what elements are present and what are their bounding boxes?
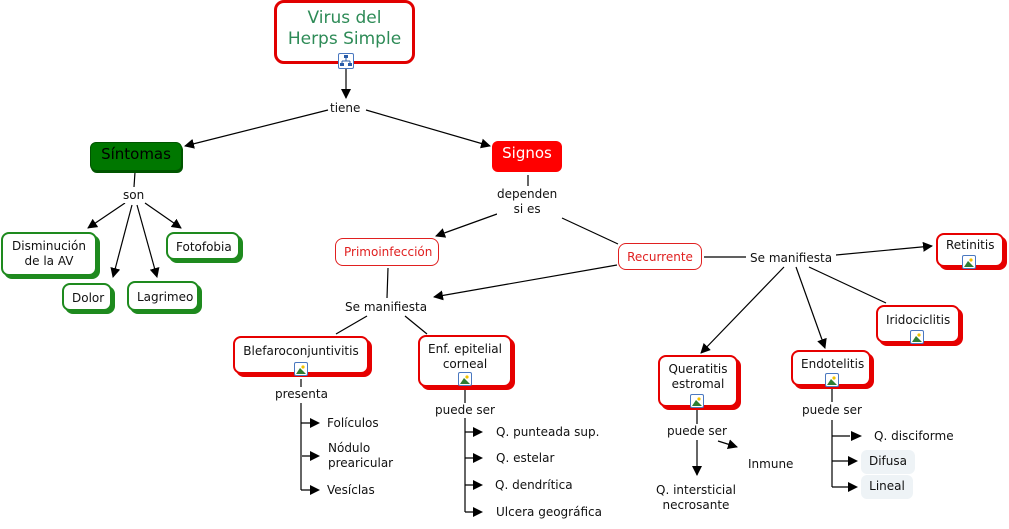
line-son-dolor [110, 204, 133, 278]
line-son-lagrimeo [136, 204, 160, 278]
image-icon[interactable] [458, 372, 472, 386]
leaf-nodulo: Nódulo prearicular [328, 441, 393, 471]
leaf-foliculos: Folículos [327, 416, 379, 430]
link-label-puede-ser-endotelitis: puede ser [802, 403, 862, 418]
queratitis-line2: estromal [671, 377, 725, 391]
image-icon[interactable] [962, 255, 976, 269]
image-icon[interactable] [910, 330, 924, 344]
concept-primoinfeccion[interactable]: Primoinfección [335, 238, 439, 266]
concept-dolor[interactable]: Dolor [62, 283, 112, 311]
line-semanifiesta-queratitis [700, 266, 785, 354]
concept-enf-epitelial-corneal[interactable]: Enf. epitelial corneal [418, 335, 512, 387]
line-primo-semanifiesta [386, 267, 389, 299]
enf-line1: Enf. epitelial [428, 342, 502, 356]
leaf-q-dendritica: Q. dendrítica [495, 478, 573, 492]
queratitis-line1: Queratitis [668, 362, 728, 376]
leaf-q-intersticial: Q. intersticial necrosante [656, 483, 736, 513]
concept-disminucion[interactable]: Disminución de la AV [1, 232, 97, 276]
arrow-nodulo [310, 451, 320, 461]
arrow-ulcera [473, 507, 483, 517]
nodulo-line1: Nódulo [328, 441, 371, 455]
image-icon[interactable] [294, 362, 308, 376]
leaf-q-estelar: Q. estelar [496, 451, 555, 465]
line-semanifiesta-blefaro [335, 315, 368, 335]
image-icon[interactable] [825, 373, 839, 387]
link-label-dependen: dependen si es [497, 187, 558, 217]
line-son-disminucion [87, 202, 126, 229]
arrow-estelar [473, 453, 483, 463]
arrow-dendritica [473, 480, 483, 490]
arrow-vesiclas [310, 485, 320, 495]
line-tiene-signos [365, 109, 491, 149]
arrow-lineal [848, 482, 858, 492]
leaf-ulcera-geografica: Ulcera geográfica [496, 505, 602, 519]
root-title-line1: Virus del [307, 8, 382, 28]
arrow-foliculos [310, 418, 320, 428]
nodulo-line2: prearicular [328, 456, 394, 470]
line-semanifiesta-enf [404, 315, 428, 335]
image-icon[interactable] [690, 394, 704, 408]
line-semanifiesta-iridociclitis [808, 266, 887, 304]
arrow-disciforme [851, 431, 862, 441]
link-label-se-manifiesta-right: Se manifiesta [750, 251, 833, 266]
q-intersticial-line1: Q. intersticial [656, 483, 736, 497]
link-label-puede-ser-enf: puede ser [435, 403, 495, 418]
q-intersticial-line2: necrosante [662, 498, 730, 512]
line-recurrente-semanifiesta [433, 264, 618, 301]
line-sintomas-son [133, 171, 136, 188]
leaf-lineal[interactable]: Lineal [861, 475, 913, 499]
line-dependen-recurrente [561, 217, 619, 245]
leaf-q-punteada: Q. punteada sup. [496, 425, 600, 439]
enf-line2: corneal [442, 357, 488, 371]
line-semanifiesta-endotelitis [795, 266, 827, 349]
concept-lagrimeo[interactable]: Lagrimeo [127, 281, 199, 311]
line-dependen-primo [435, 213, 498, 238]
leaf-vesiclas: Vesíclas [327, 483, 375, 497]
disminucion-line1: Disminución [12, 239, 86, 253]
link-label-son: son [123, 188, 145, 203]
concept-map-icon[interactable] [338, 53, 354, 69]
concept-fotofobia[interactable]: Fotofobia [166, 232, 240, 260]
link-label-puede-ser-queratitis: puede ser [667, 424, 727, 439]
leaf-q-disciforme: Q. disciforme [874, 429, 954, 443]
leaf-difusa[interactable]: Difusa [861, 450, 915, 474]
disminucion-line2: de la AV [24, 254, 74, 268]
dependen-line2: si es [513, 202, 541, 216]
root-title-line2: Herps Simple [287, 29, 402, 49]
line-semanifiesta-retinitis [835, 241, 933, 256]
line-puedeser-endo-leaves [831, 420, 850, 488]
line-puedeser-inmune [717, 439, 738, 450]
concept-sintomas[interactable]: Síntomas [90, 142, 182, 171]
link-label-presenta: presenta [275, 387, 328, 402]
concept-signos[interactable]: Signos [492, 141, 562, 172]
line-puedeser-enf-leaves [464, 418, 477, 513]
dependen-line1: dependen [497, 187, 558, 201]
link-label-se-manifiesta-left: Se manifiesta [345, 300, 428, 315]
link-label-tiene: tiene [330, 101, 361, 116]
concept-recurrente[interactable]: Recurrente [618, 243, 702, 270]
line-son-fotofobia [144, 202, 182, 229]
leaf-inmune: Inmune [748, 457, 794, 471]
line-tiene-sintomas [184, 109, 329, 149]
arrow-punteada [473, 427, 483, 437]
line-presenta-leaves [300, 403, 314, 491]
arrow-difusa [848, 456, 858, 466]
